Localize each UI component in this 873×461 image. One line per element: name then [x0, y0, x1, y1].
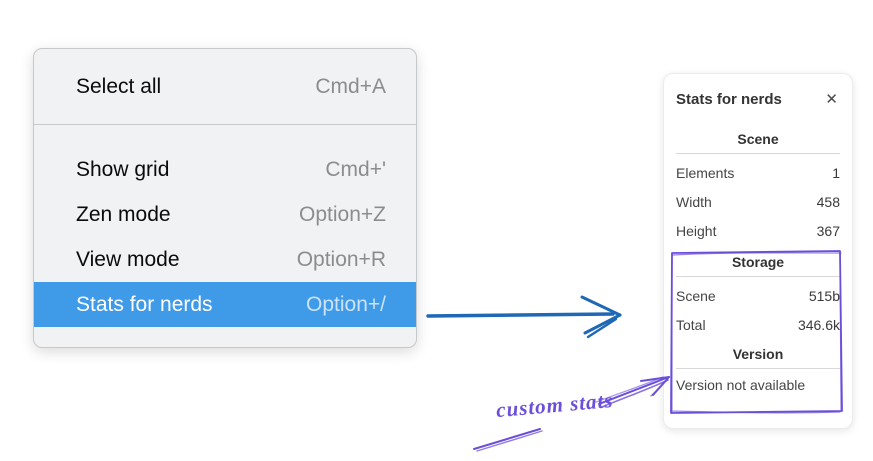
menu-item-label: Show grid — [76, 157, 170, 181]
panel-title: Stats for nerds — [676, 90, 782, 108]
menu-group: Show grid Cmd+' Zen mode Option+Z View m… — [34, 147, 416, 327]
annotation-label: custom stats — [495, 387, 615, 423]
menu-item-view-mode[interactable]: View mode Option+R — [34, 237, 416, 282]
menu-item-shortcut: Option+/ — [306, 292, 386, 316]
stat-label: Scene — [676, 287, 716, 304]
menu-item-shortcut: Option+Z — [299, 202, 386, 226]
menu-item-label: View mode — [76, 247, 180, 271]
menu-item-stats-for-nerds[interactable]: Stats for nerds Option+/ — [34, 282, 416, 327]
menu-item-zen-mode[interactable]: Zen mode Option+Z — [34, 192, 416, 237]
menu-item-shortcut: Option+R — [296, 247, 386, 271]
version-note: Version not available — [676, 377, 806, 393]
menu-divider — [34, 124, 416, 125]
stat-value: 367 — [816, 222, 840, 239]
stat-label: Height — [676, 222, 717, 239]
context-menu: Select all Cmd+A Show grid Cmd+' Zen mod… — [33, 48, 417, 348]
section-heading-scene: Scene — [737, 131, 779, 147]
menu-item-shortcut: Cmd+A — [315, 74, 386, 98]
pointer-arrow-icon — [426, 295, 622, 339]
menu-item-label: Zen mode — [76, 202, 171, 226]
menu-item-select-all[interactable]: Select all Cmd+A — [34, 64, 416, 109]
stat-label: Elements — [676, 164, 735, 181]
stats-for-nerds-panel: Stats for nerds ✕ Scene Elements 1 Width… — [663, 73, 853, 429]
stat-row-height: Height 367 — [676, 216, 840, 245]
menu-item-show-grid[interactable]: Show grid Cmd+' — [34, 147, 416, 192]
section-heading-version: Version — [732, 346, 784, 362]
section-divider — [676, 368, 840, 369]
section-divider — [676, 276, 840, 277]
stat-label: Total — [676, 316, 706, 333]
stat-value: 515b — [808, 287, 840, 304]
stat-value: 458 — [816, 193, 840, 210]
section-heading-storage: Storage — [731, 254, 785, 270]
menu-item-label: Select all — [76, 74, 162, 98]
stat-row-elements: Elements 1 — [676, 158, 840, 187]
stat-row-total-size: Total 346.6k — [676, 310, 840, 339]
annotation-underline — [473, 428, 543, 452]
stat-value: 1 — [832, 164, 840, 181]
stat-row-width: Width 458 — [676, 187, 840, 216]
panel-header: Stats for nerds ✕ — [676, 88, 840, 110]
close-icon[interactable]: ✕ — [825, 90, 838, 108]
section-divider — [676, 153, 840, 154]
stat-value: 346.6k — [797, 316, 840, 333]
menu-item-shortcut: Cmd+' — [325, 157, 386, 181]
stat-row-scene-size: Scene 515b — [676, 281, 840, 310]
stat-label: Width — [676, 193, 712, 210]
menu-item-label: Stats for nerds — [76, 292, 213, 316]
